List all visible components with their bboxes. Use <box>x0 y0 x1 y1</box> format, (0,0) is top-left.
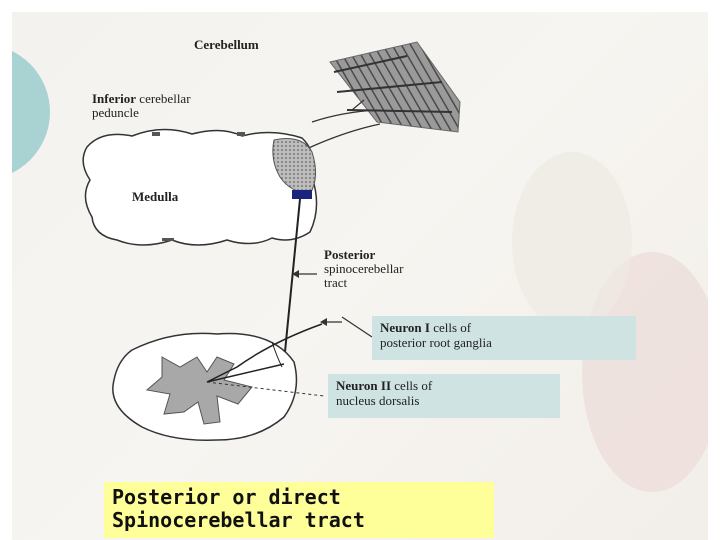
neuron-one-title: Neuron I <box>380 320 430 335</box>
neuron-two-line2: nucleus dorsalis <box>336 393 420 408</box>
medulla-label: Medulla <box>132 189 179 204</box>
decor-blur-pink <box>582 252 708 492</box>
cerebellum-label: Cerebellum <box>194 37 259 52</box>
neuron-two-box: Neuron II cells of nucleus dorsalis <box>328 374 560 418</box>
spinocerebellar-diagram <box>12 41 708 492</box>
neuron-two-pointer <box>206 381 325 397</box>
neuron-one-line2: posterior root ganglia <box>380 335 492 350</box>
medulla-outline <box>82 128 318 246</box>
neuron-two-line1: cells of <box>394 378 433 393</box>
slide: Cerebellum Inferior cerebellar peduncle … <box>12 12 708 540</box>
decor-blur-grey <box>512 152 632 332</box>
neuron-two-title: Neuron II <box>336 378 392 393</box>
inferior-peduncle-label-bold: Inferior <box>92 91 137 106</box>
posterior-tract-label: Posterior spinocerebellar tract <box>324 248 403 290</box>
neuron-one-leader <box>341 316 373 338</box>
neuron-one-fiber <box>206 323 323 383</box>
inferior-peduncle-label-rest1: cerebellar <box>139 91 191 106</box>
caption-line2: Spinocerebellar tract <box>112 508 365 532</box>
peduncle-marker <box>292 190 312 199</box>
medulla-tick-1 <box>152 132 160 136</box>
grey-matter <box>145 356 253 425</box>
tract-pointer-head <box>292 270 299 278</box>
peduncle-branch <box>351 99 365 111</box>
peduncle-fiber-upper <box>311 109 378 123</box>
peduncle-fiber-lower <box>299 123 381 153</box>
decor-circle <box>12 50 50 174</box>
neuron-one-pointer-head <box>320 318 327 326</box>
caption-line1: Posterior or direct <box>112 485 341 509</box>
posterior-tract-label-line2: spinocerebellar <box>324 261 404 276</box>
medulla-tick-3 <box>162 238 174 241</box>
caption-box: Posterior or direct Spinocerebellar trac… <box>104 482 494 538</box>
medulla-tick-2 <box>237 132 245 136</box>
inferior-peduncle-label: Inferior cerebellar peduncle <box>92 92 191 120</box>
posterior-tract-label-bold: Posterior <box>324 247 376 262</box>
neuron-one-line1: cells of <box>433 320 472 335</box>
tract-line <box>283 198 301 363</box>
posterior-tract-label-line3: tract <box>324 275 348 290</box>
inferior-peduncle-label-rest2: peduncle <box>92 105 139 120</box>
neuron-one-box: Neuron I cells of posterior root ganglia <box>372 316 636 360</box>
neuron-two-fiber <box>206 363 285 383</box>
